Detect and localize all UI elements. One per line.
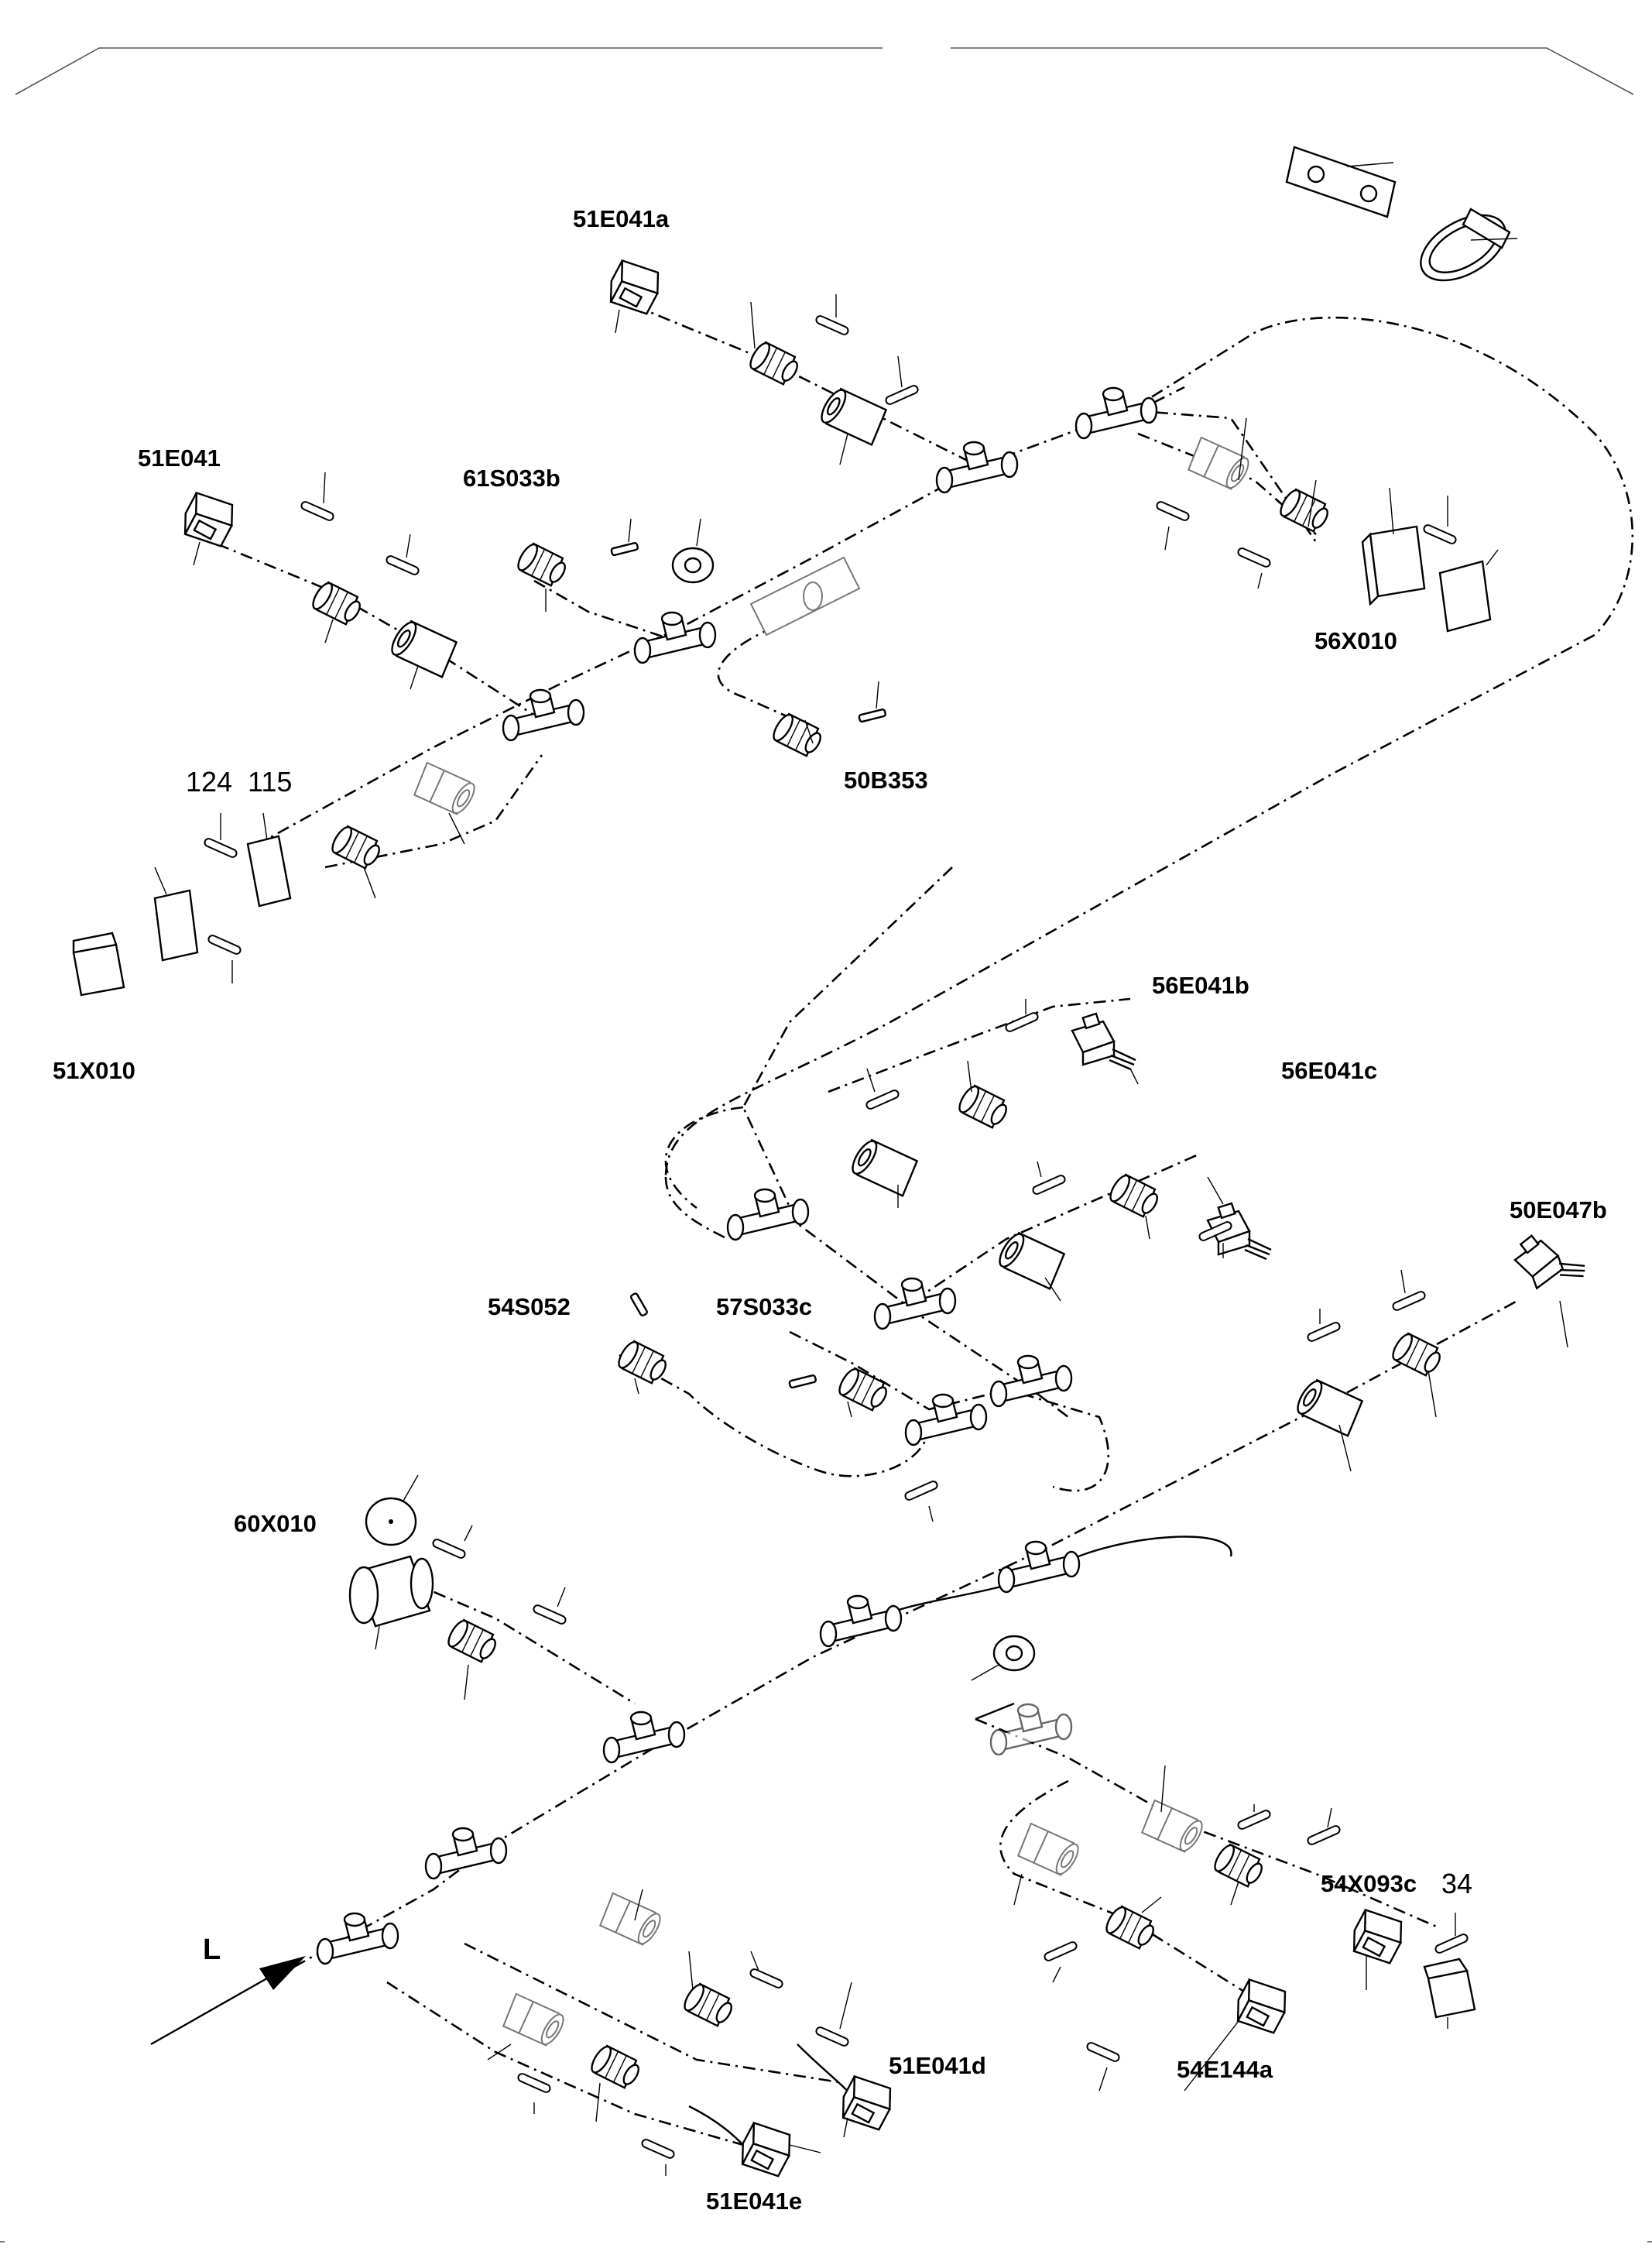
page-border bbox=[15, 47, 1634, 95]
harness-routing bbox=[150, 304, 1634, 2146]
label-51E041: 51E041 bbox=[138, 444, 221, 472]
label-124: 124 bbox=[186, 766, 232, 798]
label-51E041e: 51E041e bbox=[706, 2188, 802, 2215]
label-57S033c: 57S033c bbox=[716, 1293, 812, 1320]
connector-57S033c-group bbox=[788, 1354, 1073, 1522]
connector-54X093c-group bbox=[1136, 1765, 1476, 2029]
label-61S033b: 61S033b bbox=[463, 465, 560, 492]
label-54S052: 54S052 bbox=[488, 1293, 571, 1320]
connector-60X010-group bbox=[348, 1474, 686, 1764]
label-115: 115 bbox=[248, 766, 292, 798]
direction-arrow-label: L bbox=[203, 1934, 221, 1966]
connector-51E041d-group bbox=[424, 1827, 900, 2138]
connector-54S052-group bbox=[614, 1292, 672, 1395]
part-labels: 51E041a 51E041 61S033b 56X010 50B353 124… bbox=[53, 205, 1607, 2215]
label-54E144a: 54E144a bbox=[1177, 2056, 1273, 2083]
label-50E047b: 50E047b bbox=[1510, 1196, 1607, 1223]
label-60X010: 60X010 bbox=[234, 1510, 317, 1537]
tie-and-plate bbox=[1285, 146, 1518, 282]
connector-51E041e-group bbox=[316, 1912, 821, 2183]
connector-51X010-group bbox=[72, 757, 479, 997]
connector-51E041a-group bbox=[602, 254, 1158, 494]
center-junction-group bbox=[819, 1540, 1081, 1756]
connector-61S033b-group bbox=[513, 518, 715, 612]
label-34: 34 bbox=[1441, 1868, 1472, 1899]
connector-54E144a-group bbox=[1012, 1817, 1294, 2091]
connector-56E041c-group bbox=[873, 1161, 1273, 1330]
label-56E041b: 56E041b bbox=[1152, 972, 1249, 999]
label-50B353: 50B353 bbox=[844, 767, 928, 794]
sensor-50B353-group bbox=[749, 556, 886, 762]
label-51X010: 51X010 bbox=[53, 1057, 135, 1084]
connector-51E041-group bbox=[176, 472, 717, 742]
label-56E041c: 56E041c bbox=[1281, 1057, 1377, 1084]
label-56X010: 56X010 bbox=[1314, 627, 1397, 654]
label-54X093c: 54X093c bbox=[1321, 1870, 1417, 1897]
label-51E041a: 51E041a bbox=[573, 205, 670, 232]
connector-56E041b-group bbox=[726, 999, 1139, 1241]
connector-50E047b-group bbox=[1292, 1221, 1589, 1472]
label-51E041d: 51E041d bbox=[889, 2052, 986, 2079]
connector-56X010-group bbox=[1154, 417, 1499, 633]
